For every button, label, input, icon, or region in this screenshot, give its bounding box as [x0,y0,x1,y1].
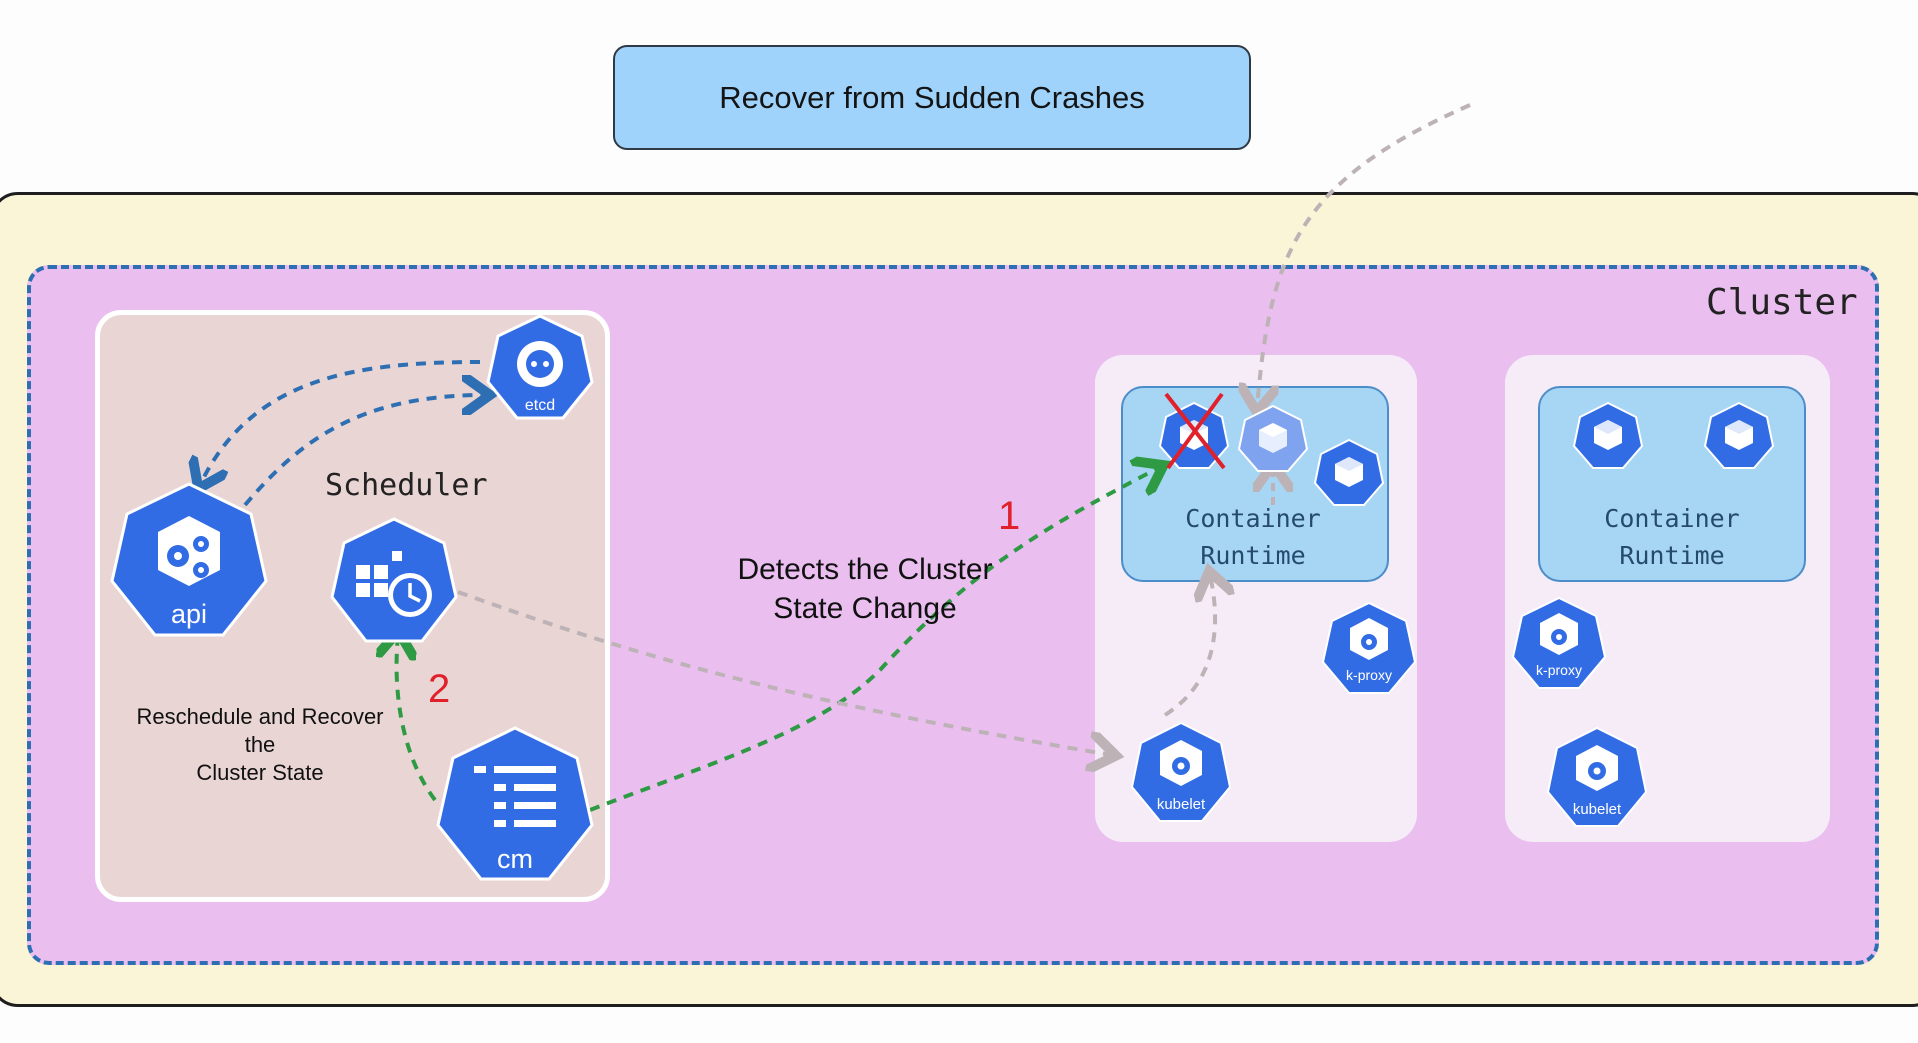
etcd-icon: etcd [482,312,598,428]
cm-to-scheduler-arrow [397,635,437,802]
step-1-label: 1 [998,494,1021,538]
cluster-label: Cluster [1706,282,1858,323]
cm-label: cm [497,844,533,874]
pod-icon [1572,400,1644,472]
etcd-label: etcd [525,397,555,414]
page-title: Recover from Sudden Crashes [613,45,1251,150]
api-server-icon: api [104,478,274,648]
scheduler-to-kubelet-arrow [457,590,1112,755]
pod-icon [1313,437,1385,509]
runtime-line-2: Runtime [1619,541,1725,570]
controller-manager-icon: cm [430,722,600,892]
detect-note: Detects the Cluster State Change [700,550,1030,628]
kproxy-label: k-proxy [1536,662,1582,678]
detect-note-line-1: Detects the Cluster [737,553,993,586]
recover-note: Reschedule and Recover the Cluster State [110,703,410,787]
detect-note-line-2: State Change [773,592,957,625]
kubelet-label: kubelet [1573,801,1622,818]
kproxy-label: k-proxy [1346,667,1392,683]
kubelet-label: kubelet [1157,796,1206,813]
kubelet-to-runtime-arrow [1163,575,1215,717]
api-label: api [171,599,207,629]
cm-to-crashed-pod-arrow [589,467,1160,812]
pod-icon-new [1237,403,1309,475]
external-to-pod-arrow [1257,103,1471,408]
kube-proxy-icon-node-1: k-proxy [1322,600,1416,694]
recover-note-line-1: Reschedule and Recover [136,704,384,729]
recover-note-line-2: the [244,732,276,757]
etcd-to-api-arrow [200,360,481,485]
scheduler-label: Scheduler [325,468,488,503]
step-2-label: 2 [428,667,451,711]
recover-note-line-3: Cluster State [196,760,324,785]
scheduler-icon [326,515,462,651]
kubelet-icon-node-2: kubelet [1546,725,1648,827]
kube-proxy-icon-node-2: k-proxy [1512,595,1606,689]
container-runtime-label-node-2: Container Runtime [1552,500,1792,574]
pod-icon [1703,400,1775,472]
runtime-line-1: Container [1604,504,1740,533]
crash-x-icon [1160,390,1230,474]
kubelet-icon-node-1: kubelet [1130,720,1232,822]
runtime-line-1: Container [1185,504,1321,533]
